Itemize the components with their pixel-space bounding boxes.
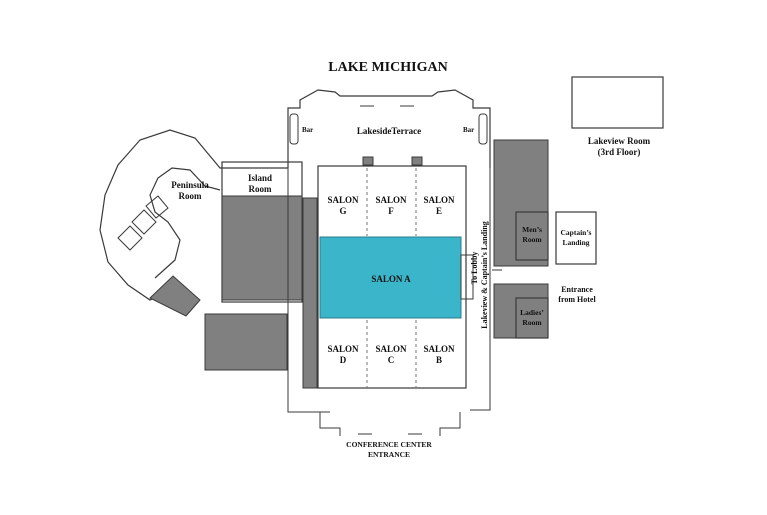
salon-e-label-1: SALON (423, 195, 455, 205)
salon-f[interactable]: SALON F (375, 195, 407, 216)
peninsula-room-label-2: Room (179, 191, 202, 201)
pillar-left (362, 156, 374, 166)
salon-b[interactable]: SALON B (423, 344, 455, 365)
salon-g-label-2: G (339, 206, 346, 216)
ladies-room-label-2: Room (522, 318, 542, 327)
peninsula-room-label-1: Peninsula (171, 180, 209, 190)
salon-g[interactable]: SALON G (327, 195, 359, 216)
mens-room-label-1: Men’s (522, 225, 542, 234)
conference-entrance-label-2: ENTRANCE (368, 450, 410, 459)
entrance-from-hotel-label-2: from Hotel (558, 295, 596, 304)
lakeview-captains-landing-label: Lakeview & Captain’s Landing (480, 221, 489, 329)
captains-landing-label-2: Landing (562, 238, 589, 247)
map-title: LAKE MICHIGAN (328, 60, 447, 75)
peninsula-room-steps (117, 195, 169, 251)
left-service-strip (302, 197, 318, 389)
captains-landing-area[interactable] (555, 211, 597, 265)
salon-a-area[interactable] (319, 236, 462, 319)
bar-left-counter (289, 113, 299, 145)
right-corridor-wall (470, 168, 491, 411)
island-room-label-1: Island (248, 173, 272, 183)
peninsula-service-area (149, 275, 201, 317)
lakeview-room-label-2: (3rd Floor) (598, 147, 641, 157)
right-upper-service-area (493, 139, 549, 267)
peninsula-room-outline (99, 129, 288, 301)
entrance-wall (319, 412, 461, 436)
lakeside-terrace-label: LakesideTerrace (357, 126, 421, 136)
salon-e[interactable]: SALON E (423, 195, 455, 216)
salon-a-label: SALON A (371, 274, 411, 284)
salon-e-label-2: E (436, 206, 442, 216)
bar-right-counter (478, 113, 488, 145)
lower-left-service-area (204, 313, 288, 371)
salon-a-side-notch (460, 254, 474, 300)
ladies-room-label-1: Ladies’ (520, 308, 544, 317)
bar-right-label: Bar (463, 126, 474, 134)
pillar-right (411, 156, 423, 166)
mens-room-area[interactable] (515, 211, 549, 261)
to-lobby-label: To Lobby (470, 252, 479, 285)
lakeview-room-area[interactable] (571, 76, 664, 129)
island-service-area (221, 195, 303, 301)
salon-f-label-1: SALON (375, 195, 407, 205)
salon-b-label-1: SALON (423, 344, 455, 354)
mens-room-label-2: Room (522, 235, 542, 244)
conference-entrance-label-1: CONFERENCE CENTER (346, 440, 432, 449)
salon-d[interactable]: SALON D (327, 344, 359, 365)
salon-f-label-2: F (388, 206, 394, 216)
salon-c-label-2: C (388, 355, 395, 365)
ladies-room-area[interactable] (515, 297, 549, 339)
salon-c-label-1: SALON (375, 344, 407, 354)
entrance-from-hotel-label-1: Entrance (561, 285, 593, 294)
bar-left-label: Bar (302, 126, 313, 134)
island-room-label-2: Room (249, 184, 272, 194)
salon-c[interactable]: SALON C (375, 344, 407, 365)
salon-d-label-2: D (340, 355, 347, 365)
lakeside-terrace-outline (287, 89, 491, 168)
left-corridor-wall (287, 168, 330, 413)
salon-g-label-1: SALON (327, 195, 359, 205)
captains-landing-label-1: Captain’s (561, 228, 592, 237)
lakeview-room-label-1: Lakeview Room (588, 136, 651, 146)
salon-d-label-1: SALON (327, 344, 359, 354)
salons-outline (317, 165, 467, 389)
salon-b-label-2: B (436, 355, 442, 365)
